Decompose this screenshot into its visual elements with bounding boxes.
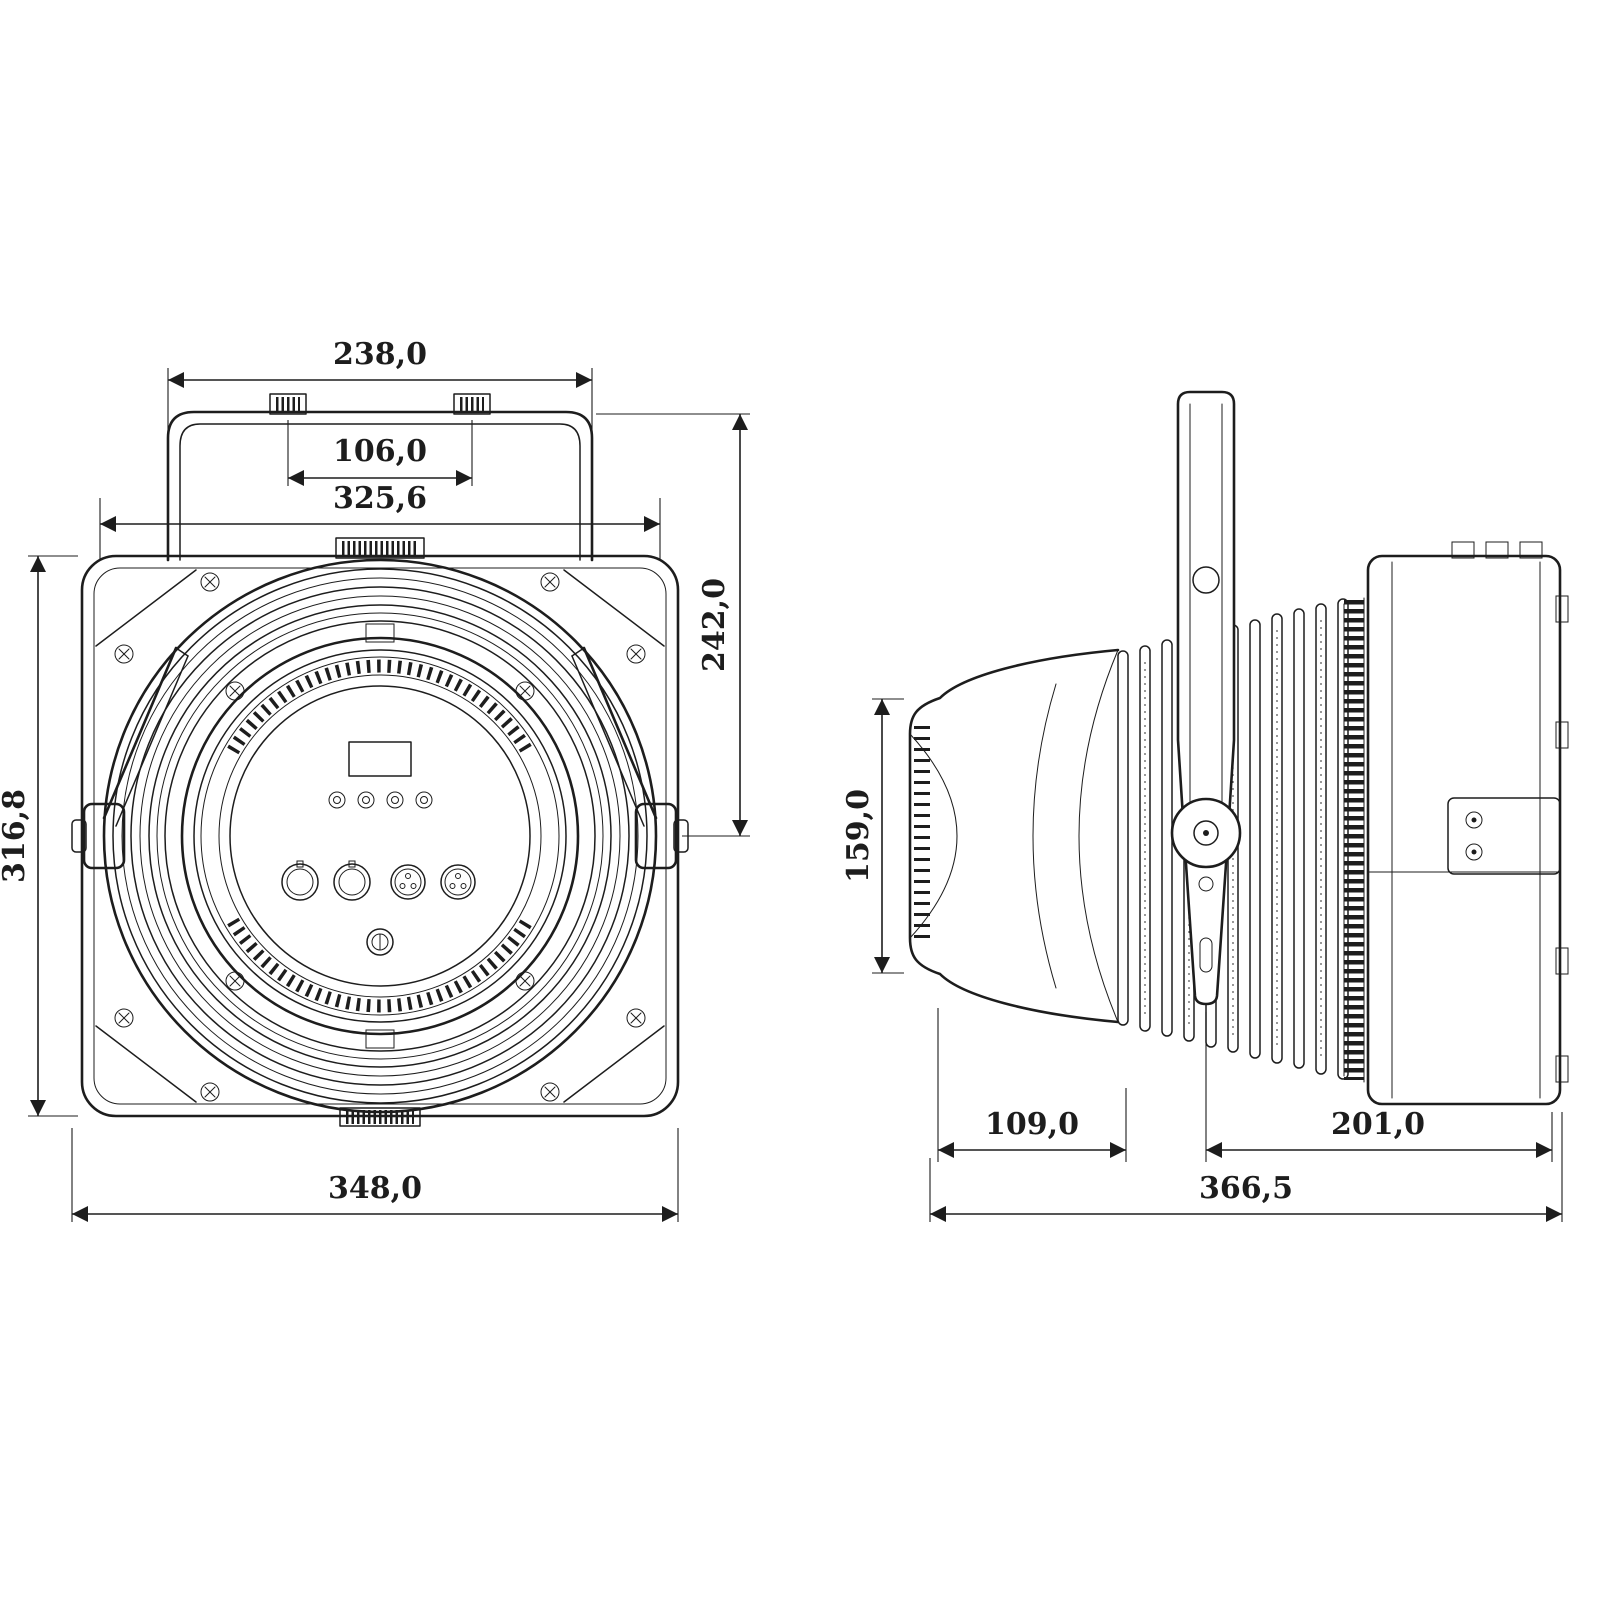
top-latch [335, 537, 425, 559]
dim-label-rear-height: 159,0 [841, 789, 876, 883]
dim-bracket-spacing: 106,0 [287, 420, 473, 486]
connector-dmx-out [440, 864, 476, 900]
side-knob-right [634, 802, 689, 870]
bottom-latch [339, 1107, 421, 1127]
yoke-clamp-right [453, 393, 491, 415]
housing-front [80, 537, 680, 1127]
display-screen [348, 741, 412, 777]
dim-body-height: 316,8 [0, 555, 78, 1117]
adjustment-screw [366, 928, 394, 956]
menu-buttons [328, 791, 433, 809]
front-module [1366, 541, 1569, 1106]
yoke-arm-left [102, 646, 189, 827]
dim-label-body-width: 325,6 [333, 481, 427, 516]
dim-label-yoke-height: 242,0 [697, 578, 732, 672]
yoke-arm-right [571, 646, 658, 827]
dim-yoke-width: 238,0 [167, 337, 593, 434]
dim-body-width: 325,6 [99, 481, 661, 560]
dim-label-overall-depth: 366,5 [1199, 1171, 1293, 1206]
yoke-hanging-hole [1192, 566, 1220, 594]
yoke-bracket [166, 393, 594, 562]
dim-label-overall-width: 348,0 [328, 1171, 422, 1206]
lens-ring-stack [102, 558, 658, 1114]
led-tick-ring [200, 656, 560, 1016]
dim-rear-depth: 109,0 [937, 1008, 1127, 1162]
rear-housing [908, 648, 1120, 1024]
dim-front-depth: 201,0 [1205, 1012, 1553, 1162]
side-knob-left [71, 802, 126, 870]
dim-label-bracket-spacing: 106,0 [333, 434, 427, 469]
dim-yoke-height: 242,0 [596, 413, 750, 837]
dim-label-yoke-width: 238,0 [333, 337, 427, 372]
dim-label-front-depth: 201,0 [1331, 1107, 1425, 1142]
gear-ring [1343, 597, 1365, 1083]
connector-powercon-in [281, 860, 319, 901]
dim-overall-depth: 366,5 [929, 1112, 1563, 1222]
dim-label-rear-depth: 109,0 [985, 1107, 1079, 1142]
front-view: 238,0 106,0 325,6 242,0 316,8 [0, 337, 750, 1222]
side-view: 159,0 109,0 201,0 366,5 [841, 390, 1569, 1222]
yoke-clamp-left [269, 393, 307, 415]
mounting-plate [1447, 797, 1561, 875]
yoke-arm-side [1170, 390, 1242, 1006]
dim-rear-height: 159,0 [841, 698, 904, 974]
dim-label-body-height: 316,8 [0, 789, 32, 883]
control-panel [229, 685, 531, 987]
connector-powercon-out [333, 860, 371, 901]
connector-dmx-in [390, 864, 426, 900]
dim-overall-width: 348,0 [71, 1128, 679, 1222]
